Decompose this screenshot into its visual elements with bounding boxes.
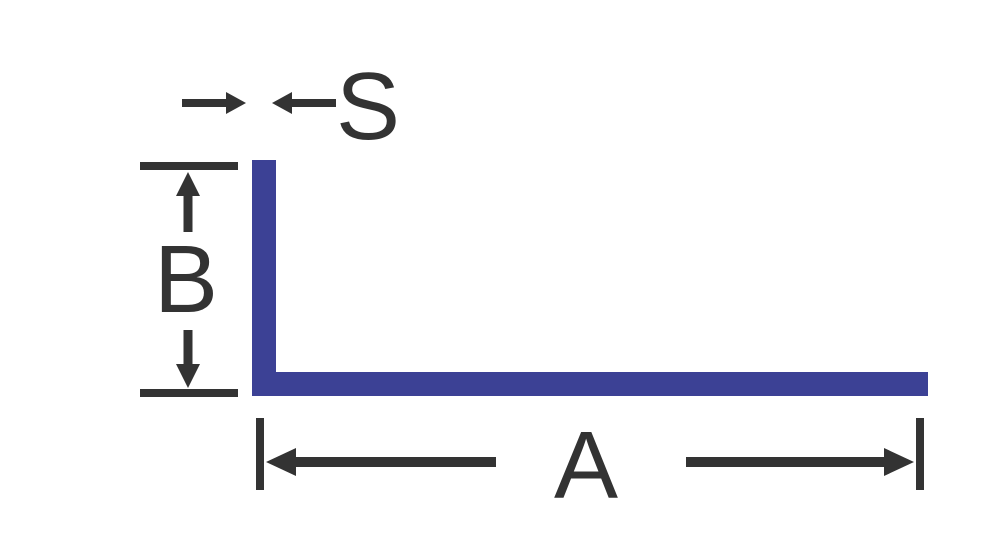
length-dimension: A	[256, 412, 924, 519]
length-label: A	[554, 412, 618, 519]
height-dimension: B	[140, 162, 238, 397]
height-arrow-up-head	[176, 172, 200, 196]
thickness-arrow-left-head	[226, 92, 246, 114]
vertical-leg	[252, 160, 276, 396]
height-arrow-down-head	[176, 364, 200, 388]
thickness-arrow-right-head	[272, 92, 292, 114]
length-arrow-left-head	[266, 448, 296, 476]
thickness-label: S	[336, 53, 400, 160]
height-label: B	[154, 226, 218, 333]
length-arrow-right-head	[884, 448, 914, 476]
thickness-dimension: S	[182, 53, 400, 160]
angle-profile	[252, 160, 928, 396]
horizontal-leg	[252, 372, 928, 396]
